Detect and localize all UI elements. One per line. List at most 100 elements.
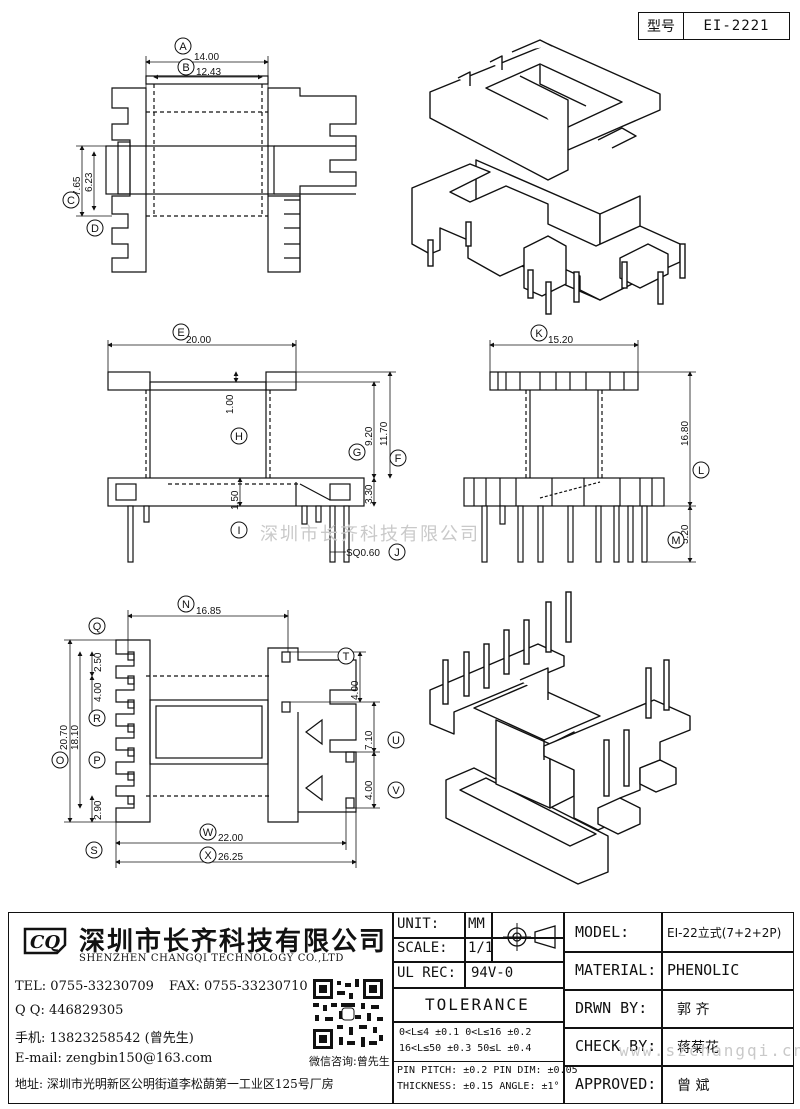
callout-letter: C xyxy=(67,195,75,207)
front-view-dimensions xyxy=(107,340,396,553)
callout-circle xyxy=(85,841,103,859)
title-block: CQ 深圳市长齐科技有限公司 SHENZHEN CHANGQI TECHNOLO… xyxy=(8,912,800,1104)
callout-circle xyxy=(389,449,407,467)
dim-m-value: 5.20 xyxy=(680,524,691,544)
header-model-box: 型号 EI-2221 xyxy=(638,12,790,40)
callout-h: H xyxy=(230,427,248,445)
iso-view-top xyxy=(411,39,681,301)
dim-r-value: 4.00 xyxy=(93,682,104,702)
callout-circle xyxy=(177,58,195,76)
callout-u: U xyxy=(387,731,405,749)
technical-drawing: 14.00 12.43 7.65 6.23 xyxy=(51,37,710,885)
callout-circle xyxy=(174,37,192,55)
projection-symbol-icon xyxy=(503,923,556,951)
drawn-by-label: DRWN BY: xyxy=(575,999,648,1017)
dim-e-value: 20.00 xyxy=(186,335,211,346)
header-model-value: EI-2221 xyxy=(703,18,770,34)
dim-g-value: 9.20 xyxy=(364,426,375,446)
tolerance-row-1: 0<L≤4 ±0.1 0<L≤16 ±0.2 xyxy=(399,1027,532,1038)
contact-qq: Q Q: 446829305 xyxy=(15,1003,124,1018)
dim-d-value: 6.23 xyxy=(84,172,95,192)
callout-a: A xyxy=(174,37,192,55)
front-view-pins xyxy=(127,505,350,563)
callout-circle xyxy=(667,531,685,549)
callout-circle xyxy=(230,521,248,539)
callout-letter: J xyxy=(394,547,400,559)
callout-letter: L xyxy=(698,465,704,477)
callout-circle xyxy=(88,617,106,635)
callout-circle xyxy=(692,461,710,479)
callout-letter: Q xyxy=(93,621,102,633)
ulrec-value: 94V-0 xyxy=(471,965,514,981)
callout-m: M xyxy=(667,531,685,549)
dim-l-value: 16.80 xyxy=(680,421,691,446)
bottom-view xyxy=(115,639,357,823)
callout-circle xyxy=(88,751,106,769)
callout-letter: U xyxy=(392,735,400,747)
side-view-dimensions xyxy=(489,340,696,563)
callout-letter: P xyxy=(93,755,100,767)
contact-tel: TEL: 0755-33230709 xyxy=(15,979,154,994)
tolerance-row-2: 16<L≤50 ±0.3 50≤L ±0.4 xyxy=(399,1043,532,1054)
check-by-label: CHECK BY: xyxy=(575,1037,657,1055)
callout-letter: O xyxy=(56,755,65,767)
approved-value: 曾 斌 xyxy=(677,1078,710,1094)
callout-circle xyxy=(51,751,69,769)
qr-code-icon xyxy=(311,977,385,1051)
tolerance-row-4: THICKNESS: ±0.15 ANGLE: ±1° xyxy=(397,1081,560,1092)
ulrec-label: UL REC: xyxy=(397,965,457,981)
dim-a-value: 14.00 xyxy=(194,52,219,63)
dim-j-value: SQ0.60 xyxy=(346,548,380,559)
company-logo: CQ xyxy=(23,927,67,955)
callout-d: D xyxy=(86,219,104,237)
callout-letter: V xyxy=(392,785,400,797)
front-view xyxy=(107,371,365,507)
callout-b: B xyxy=(177,58,195,76)
dim-t-value: 4.00 xyxy=(350,680,361,700)
callout-letter: F xyxy=(395,453,402,465)
dim-n-value: 16.85 xyxy=(196,606,221,617)
contact-phone: 手机: 13823258542 (曾先生) xyxy=(15,1031,194,1046)
callout-circle xyxy=(230,427,248,445)
dim-i-value: 1.50 xyxy=(230,490,241,510)
unit-label: UNIT: xyxy=(397,916,440,932)
callout-circle xyxy=(530,324,548,342)
callout-letter: D xyxy=(91,223,99,235)
scale-value: 1/1 xyxy=(468,940,494,956)
side-view xyxy=(463,371,665,507)
callout-letter: M xyxy=(671,535,680,547)
top-view-dimensions xyxy=(76,56,269,217)
callout-l: L xyxy=(692,461,710,479)
callout-i: I xyxy=(230,521,248,539)
callout-n: N xyxy=(177,595,195,613)
logo-text: CQ xyxy=(30,932,60,953)
callout-letter: H xyxy=(235,431,243,443)
callout-letter: G xyxy=(353,447,362,459)
model-value: EI-22立式(7+2+2P) xyxy=(667,926,782,940)
callout-s: S xyxy=(85,841,103,859)
dim-w-value: 22.00 xyxy=(218,833,243,844)
callout-circle xyxy=(387,731,405,749)
callout-c: C xyxy=(62,191,80,209)
qr-caption: 微信咨询:曾先生 xyxy=(309,1055,390,1068)
drawn-by-value: 郭 齐 xyxy=(677,1002,710,1018)
callout-circle xyxy=(388,543,406,561)
callout-circle xyxy=(62,191,80,209)
callout-letter: E xyxy=(177,327,184,339)
callout-circle xyxy=(348,443,366,461)
callout-q: Q xyxy=(88,617,106,635)
callout-letter: I xyxy=(237,525,240,537)
approved-label: APPROVED: xyxy=(575,1075,657,1093)
dim-v-value: 4.00 xyxy=(364,780,375,800)
dim-q-value: 2.50 xyxy=(93,652,104,672)
callout-letter: K xyxy=(535,328,543,340)
callout-t: T xyxy=(337,647,355,665)
side-view-pins xyxy=(481,505,648,563)
dim-s-value: 2.90 xyxy=(93,800,104,820)
watermark-url: www.szchangqi.cn xyxy=(619,1041,800,1060)
dim-p-value: 18.10 xyxy=(70,725,81,750)
dim-f-value: 11.70 xyxy=(379,421,390,446)
callout-letter: W xyxy=(203,827,214,839)
dim-u-value: 7.10 xyxy=(364,730,375,750)
